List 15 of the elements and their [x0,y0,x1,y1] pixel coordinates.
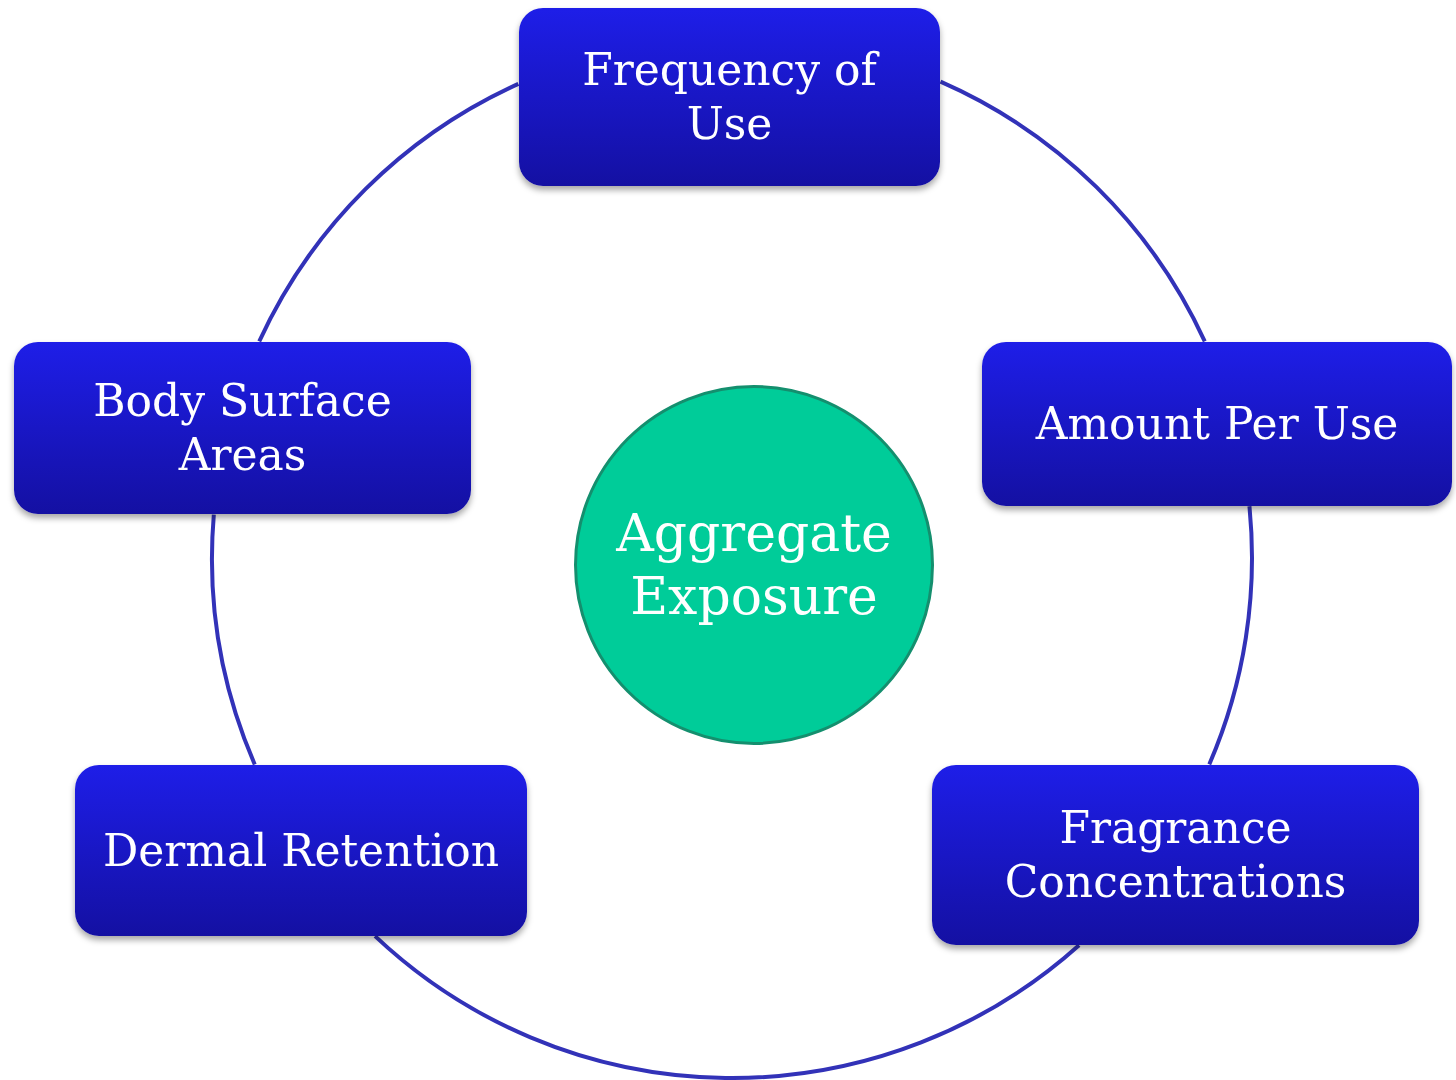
connector-arc [210,514,257,766]
factor-box [982,342,1452,506]
node-label: Dermal Retention [102,823,500,878]
node-label: Frequency of Use [539,43,920,151]
factor-box [14,342,471,514]
factor-box [932,765,1419,945]
connector-arc [373,934,1081,1080]
node-label: Aggregate Exposure [615,501,893,628]
node-label: Fragrance Concentrations [1003,801,1348,909]
node-label: Amount Per Use [1035,397,1399,451]
connector-arc [1207,506,1254,766]
factor-box [75,765,527,936]
node-label: Body Surface Areas [92,374,393,482]
factor-box [519,8,940,186]
connector-arc [939,79,1207,343]
